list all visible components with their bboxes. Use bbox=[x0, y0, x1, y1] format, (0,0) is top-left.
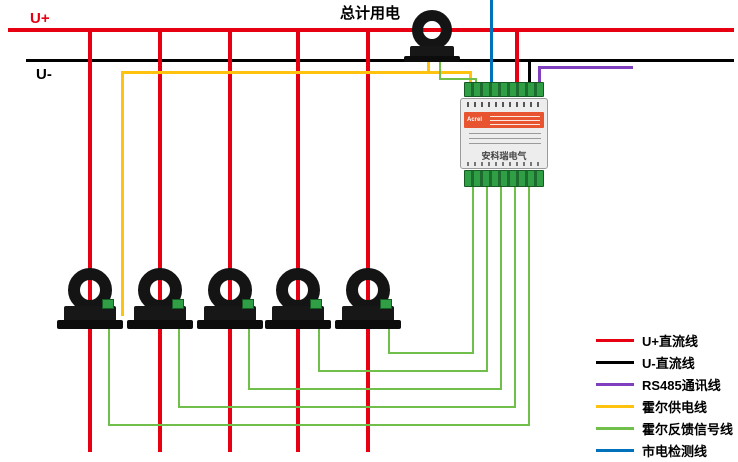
hall-sensor-connector bbox=[310, 299, 322, 309]
hall-sensor-feet bbox=[57, 320, 123, 329]
legend-item-rs485: RS485通讯线 bbox=[596, 373, 738, 395]
u-plus-branch-line-4 bbox=[296, 28, 300, 452]
hall-power-wire-horizontal bbox=[121, 71, 472, 74]
hall-sensor-base bbox=[410, 46, 454, 58]
hall-sensor-connector bbox=[102, 299, 114, 309]
hall-power-wire-sensor1 bbox=[121, 71, 124, 316]
meter-name-label: 安科瑞电气 bbox=[481, 151, 527, 161]
hall-signal-wire-3-drop bbox=[248, 324, 250, 390]
hall-sensor-base bbox=[64, 306, 116, 324]
hall-signal-wire-5-run bbox=[388, 352, 474, 354]
legend-swatch-hall-power bbox=[596, 404, 634, 408]
mains-detect-wire bbox=[490, 0, 493, 86]
legend: U+直流线 U-直流线 RS485通讯线 霍尔供电线 霍尔反馈信号线 市电检测线 bbox=[596, 329, 738, 461]
u-plus-label: U+ bbox=[30, 10, 50, 27]
dc-energy-meter: Acrel 安科瑞电气 bbox=[460, 82, 548, 188]
legend-item-u-plus: U+直流线 bbox=[596, 329, 738, 351]
hall-signal-wire-3-run bbox=[248, 388, 502, 390]
legend-item-hall-signal: 霍尔反馈信号线 bbox=[596, 417, 738, 439]
hall-signal-wire-top-sensor-h bbox=[439, 78, 477, 80]
hall-signal-wire-1-drop bbox=[108, 324, 110, 426]
hall-sensor-1 bbox=[57, 268, 123, 332]
u-plus-branch-line-1 bbox=[88, 28, 92, 452]
meter-brand-band: Acrel bbox=[464, 112, 544, 128]
hall-sensor-connector bbox=[380, 299, 392, 309]
u-plus-branch-line-2 bbox=[158, 28, 162, 452]
hall-sensor-feet bbox=[197, 320, 263, 329]
hall-sensor-connector bbox=[172, 299, 184, 309]
total-power-label: 总计用电 bbox=[340, 5, 401, 22]
meter-top-terminal-block bbox=[464, 82, 544, 97]
rs485-wire-vertical bbox=[538, 66, 541, 86]
hall-sensor-feet bbox=[265, 320, 331, 329]
legend-swatch-mains-detect bbox=[596, 448, 634, 452]
hall-signal-wire-5-riser bbox=[472, 186, 474, 354]
legend-label: 市电检测线 bbox=[642, 443, 708, 459]
hall-sensor-base bbox=[204, 306, 256, 324]
meter-spec-text-lines bbox=[469, 132, 541, 144]
hall-sensor-4 bbox=[265, 268, 331, 332]
hall-sensor-5 bbox=[335, 268, 401, 332]
legend-label: RS485通讯线 bbox=[642, 377, 721, 393]
legend-swatch-u-minus bbox=[596, 360, 634, 364]
hall-signal-wire-2-run bbox=[178, 406, 516, 408]
rs485-wire-horizontal bbox=[538, 66, 633, 69]
legend-swatch-rs485 bbox=[596, 382, 634, 386]
hall-sensor-feet bbox=[404, 56, 460, 62]
u-plus-branch-line-3 bbox=[228, 28, 232, 452]
legend-item-hall-power: 霍尔供电线 bbox=[596, 395, 738, 417]
hall-sensor-base bbox=[342, 306, 394, 324]
legend-item-mains-detect: 市电检测线 bbox=[596, 439, 738, 461]
hall-sensor-connector bbox=[242, 299, 254, 309]
legend-label: 霍尔反馈信号线 bbox=[642, 421, 734, 437]
hall-signal-wire-4-drop bbox=[318, 324, 320, 372]
hall-sensor-base bbox=[134, 306, 186, 324]
meter-band-text-lines bbox=[490, 116, 540, 125]
hall-signal-wire-3-riser bbox=[500, 186, 502, 390]
u-plus-branch-line-5 bbox=[366, 28, 370, 452]
hall-sensor-ring bbox=[412, 10, 452, 50]
hall-signal-wire-4-riser bbox=[486, 186, 488, 372]
meter-terminal-numbers bbox=[467, 102, 541, 107]
hall-signal-wire-1-riser bbox=[528, 186, 530, 426]
legend-label: U-直流线 bbox=[642, 355, 695, 371]
hall-sensor-base bbox=[272, 306, 324, 324]
hall-sensor-2 bbox=[127, 268, 193, 332]
hall-signal-wire-5-drop bbox=[388, 324, 390, 354]
hall-power-wire-top-sensor bbox=[427, 52, 430, 74]
u-plus-meter-wire bbox=[515, 28, 519, 86]
legend-item-u-minus: U-直流线 bbox=[596, 351, 738, 373]
u-minus-bus-line bbox=[26, 59, 734, 62]
hall-sensor-total bbox=[404, 4, 460, 62]
hall-signal-wire-1-run bbox=[108, 424, 530, 426]
meter-bottom-terminal-block bbox=[464, 170, 544, 187]
hall-signal-wire-2-drop bbox=[178, 324, 180, 408]
legend-swatch-hall-signal bbox=[596, 426, 634, 430]
meter-brand-label: Acrel bbox=[467, 117, 483, 123]
hall-signal-wire-2-riser bbox=[514, 186, 516, 408]
u-minus-meter-wire bbox=[528, 61, 531, 86]
legend-label: 霍尔供电线 bbox=[642, 399, 708, 415]
hall-signal-wire-4-run bbox=[318, 370, 488, 372]
meter-body: Acrel 安科瑞电气 bbox=[460, 98, 548, 169]
hall-sensor-feet bbox=[335, 320, 401, 329]
hall-sensor-3 bbox=[197, 268, 263, 332]
u-minus-label: U- bbox=[36, 66, 52, 83]
legend-swatch-u-plus bbox=[596, 338, 634, 342]
meter-terminal-numbers-bottom bbox=[467, 162, 541, 166]
u-plus-bus-line bbox=[8, 28, 734, 32]
legend-label: U+直流线 bbox=[642, 333, 698, 349]
hall-signal-wire-top-sensor-v bbox=[439, 52, 441, 80]
hall-sensor-feet bbox=[127, 320, 193, 329]
